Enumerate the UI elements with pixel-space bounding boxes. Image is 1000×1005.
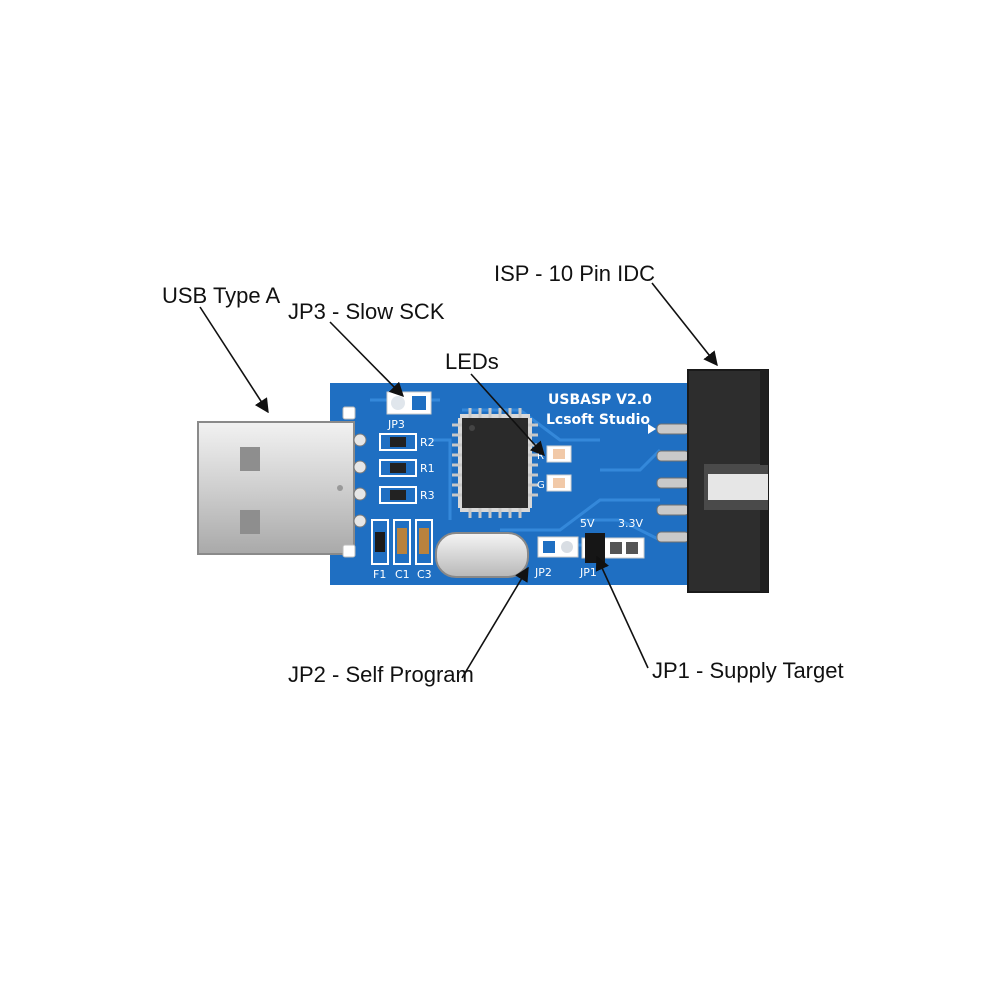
arrow-jp2 xyxy=(461,566,529,679)
callout-leds: LEDs xyxy=(445,349,499,374)
microcontroller-chip xyxy=(452,408,538,518)
jp3-header: JP3 xyxy=(386,391,432,431)
silkscreen-c3: C3 xyxy=(417,568,432,581)
isp-10-pin-idc-connector xyxy=(648,369,769,593)
arrow-usb xyxy=(199,306,269,414)
silkscreen-f1: F1 xyxy=(373,568,386,581)
crystal-oscillator xyxy=(435,532,529,578)
silkscreen-c1: C1 xyxy=(395,568,410,581)
usb-type-a-connector xyxy=(197,421,355,555)
arrow-isp xyxy=(651,282,718,367)
silkscreen-jp1: JP1 xyxy=(579,566,597,579)
silkscreen-jp3: JP3 xyxy=(387,418,405,431)
callout-jp2-self-program: JP2 - Self Program xyxy=(288,662,474,687)
usb-slot-top xyxy=(240,447,260,471)
usb-slot-bottom xyxy=(240,510,260,534)
silkscreen-5v: 5V xyxy=(580,517,595,530)
callout-isp-10-pin-idc: ISP - 10 Pin IDC xyxy=(494,261,655,286)
resistor-block: R2 R1 R3 xyxy=(379,433,435,504)
led-pair: R G xyxy=(537,445,572,492)
usb-pads xyxy=(342,406,356,558)
usb-pin-row xyxy=(353,433,367,528)
arrow-leds xyxy=(470,373,545,457)
callout-arrows xyxy=(199,282,718,679)
silkscreen-led-r: R xyxy=(537,451,544,462)
board-title-line1: USBASP V2.0 xyxy=(548,392,652,408)
callout-jp3-slow-sck: JP3 - Slow SCK xyxy=(288,299,445,324)
board-title-line2: Lcsoft Studio xyxy=(546,412,650,428)
silkscreen-3v3: 3.3V xyxy=(618,517,643,530)
silkscreen-r1: R1 xyxy=(420,462,435,475)
silkscreen-led-g: G xyxy=(537,480,545,491)
arrow-jp1 xyxy=(595,555,649,669)
callout-jp1-supply-target: JP1 - Supply Target xyxy=(652,658,844,683)
jp2-header: JP2 xyxy=(534,536,579,579)
small-components: F1 C1 C3 xyxy=(371,519,433,581)
jp1-header: 5V 3.3V JP1 xyxy=(579,517,645,579)
callout-usb-type-a: USB Type A xyxy=(162,283,281,308)
arrow-jp3 xyxy=(329,321,405,398)
silkscreen-r3: R3 xyxy=(420,489,435,502)
silkscreen-jp2: JP2 xyxy=(534,566,552,579)
silkscreen-r2: R2 xyxy=(420,436,435,449)
